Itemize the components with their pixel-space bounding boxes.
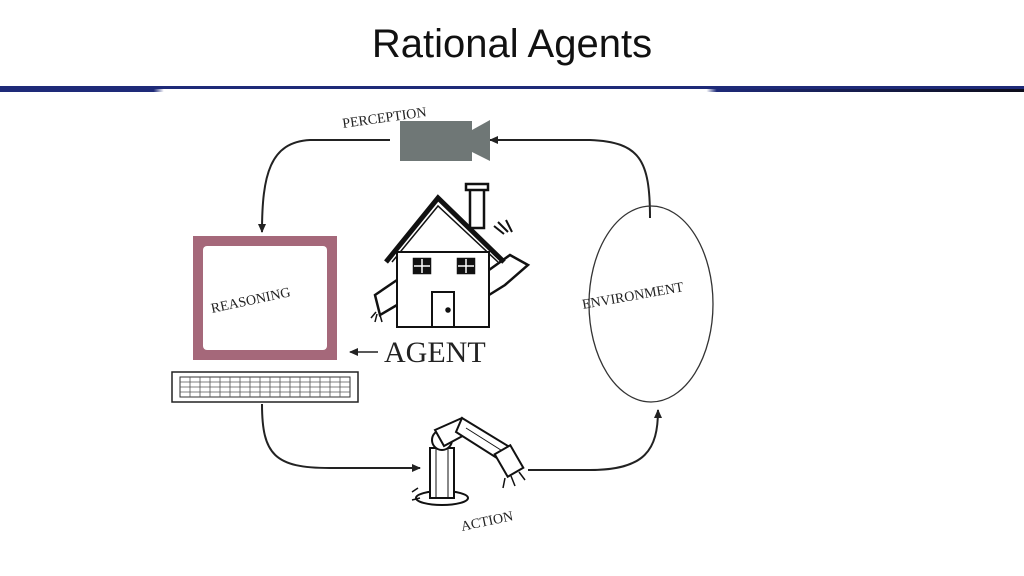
robot-arm-icon [411,416,526,506]
environment-label: ENVIRONMENT [581,280,685,313]
agent-cycle-diagram: ENVIRONMENT PERCEPTION REASONING [171,105,714,535]
slide-title: Rational Agents [371,22,653,66]
action-label: ACTION [460,509,515,535]
perception-to-reasoning-arrow [258,139,390,233]
action-to-environment-arrow [528,409,662,471]
environment-ellipse [588,205,714,403]
environment-to-perception-arrow [489,136,651,219]
agent-label: AGENT [384,336,486,369]
header-rule [0,86,1024,92]
camera-icon [400,120,490,161]
monitor-icon [193,236,337,360]
keyboard-icon [171,371,359,403]
reasoning-to-action-arrow [261,403,421,472]
house-icon [370,182,531,328]
